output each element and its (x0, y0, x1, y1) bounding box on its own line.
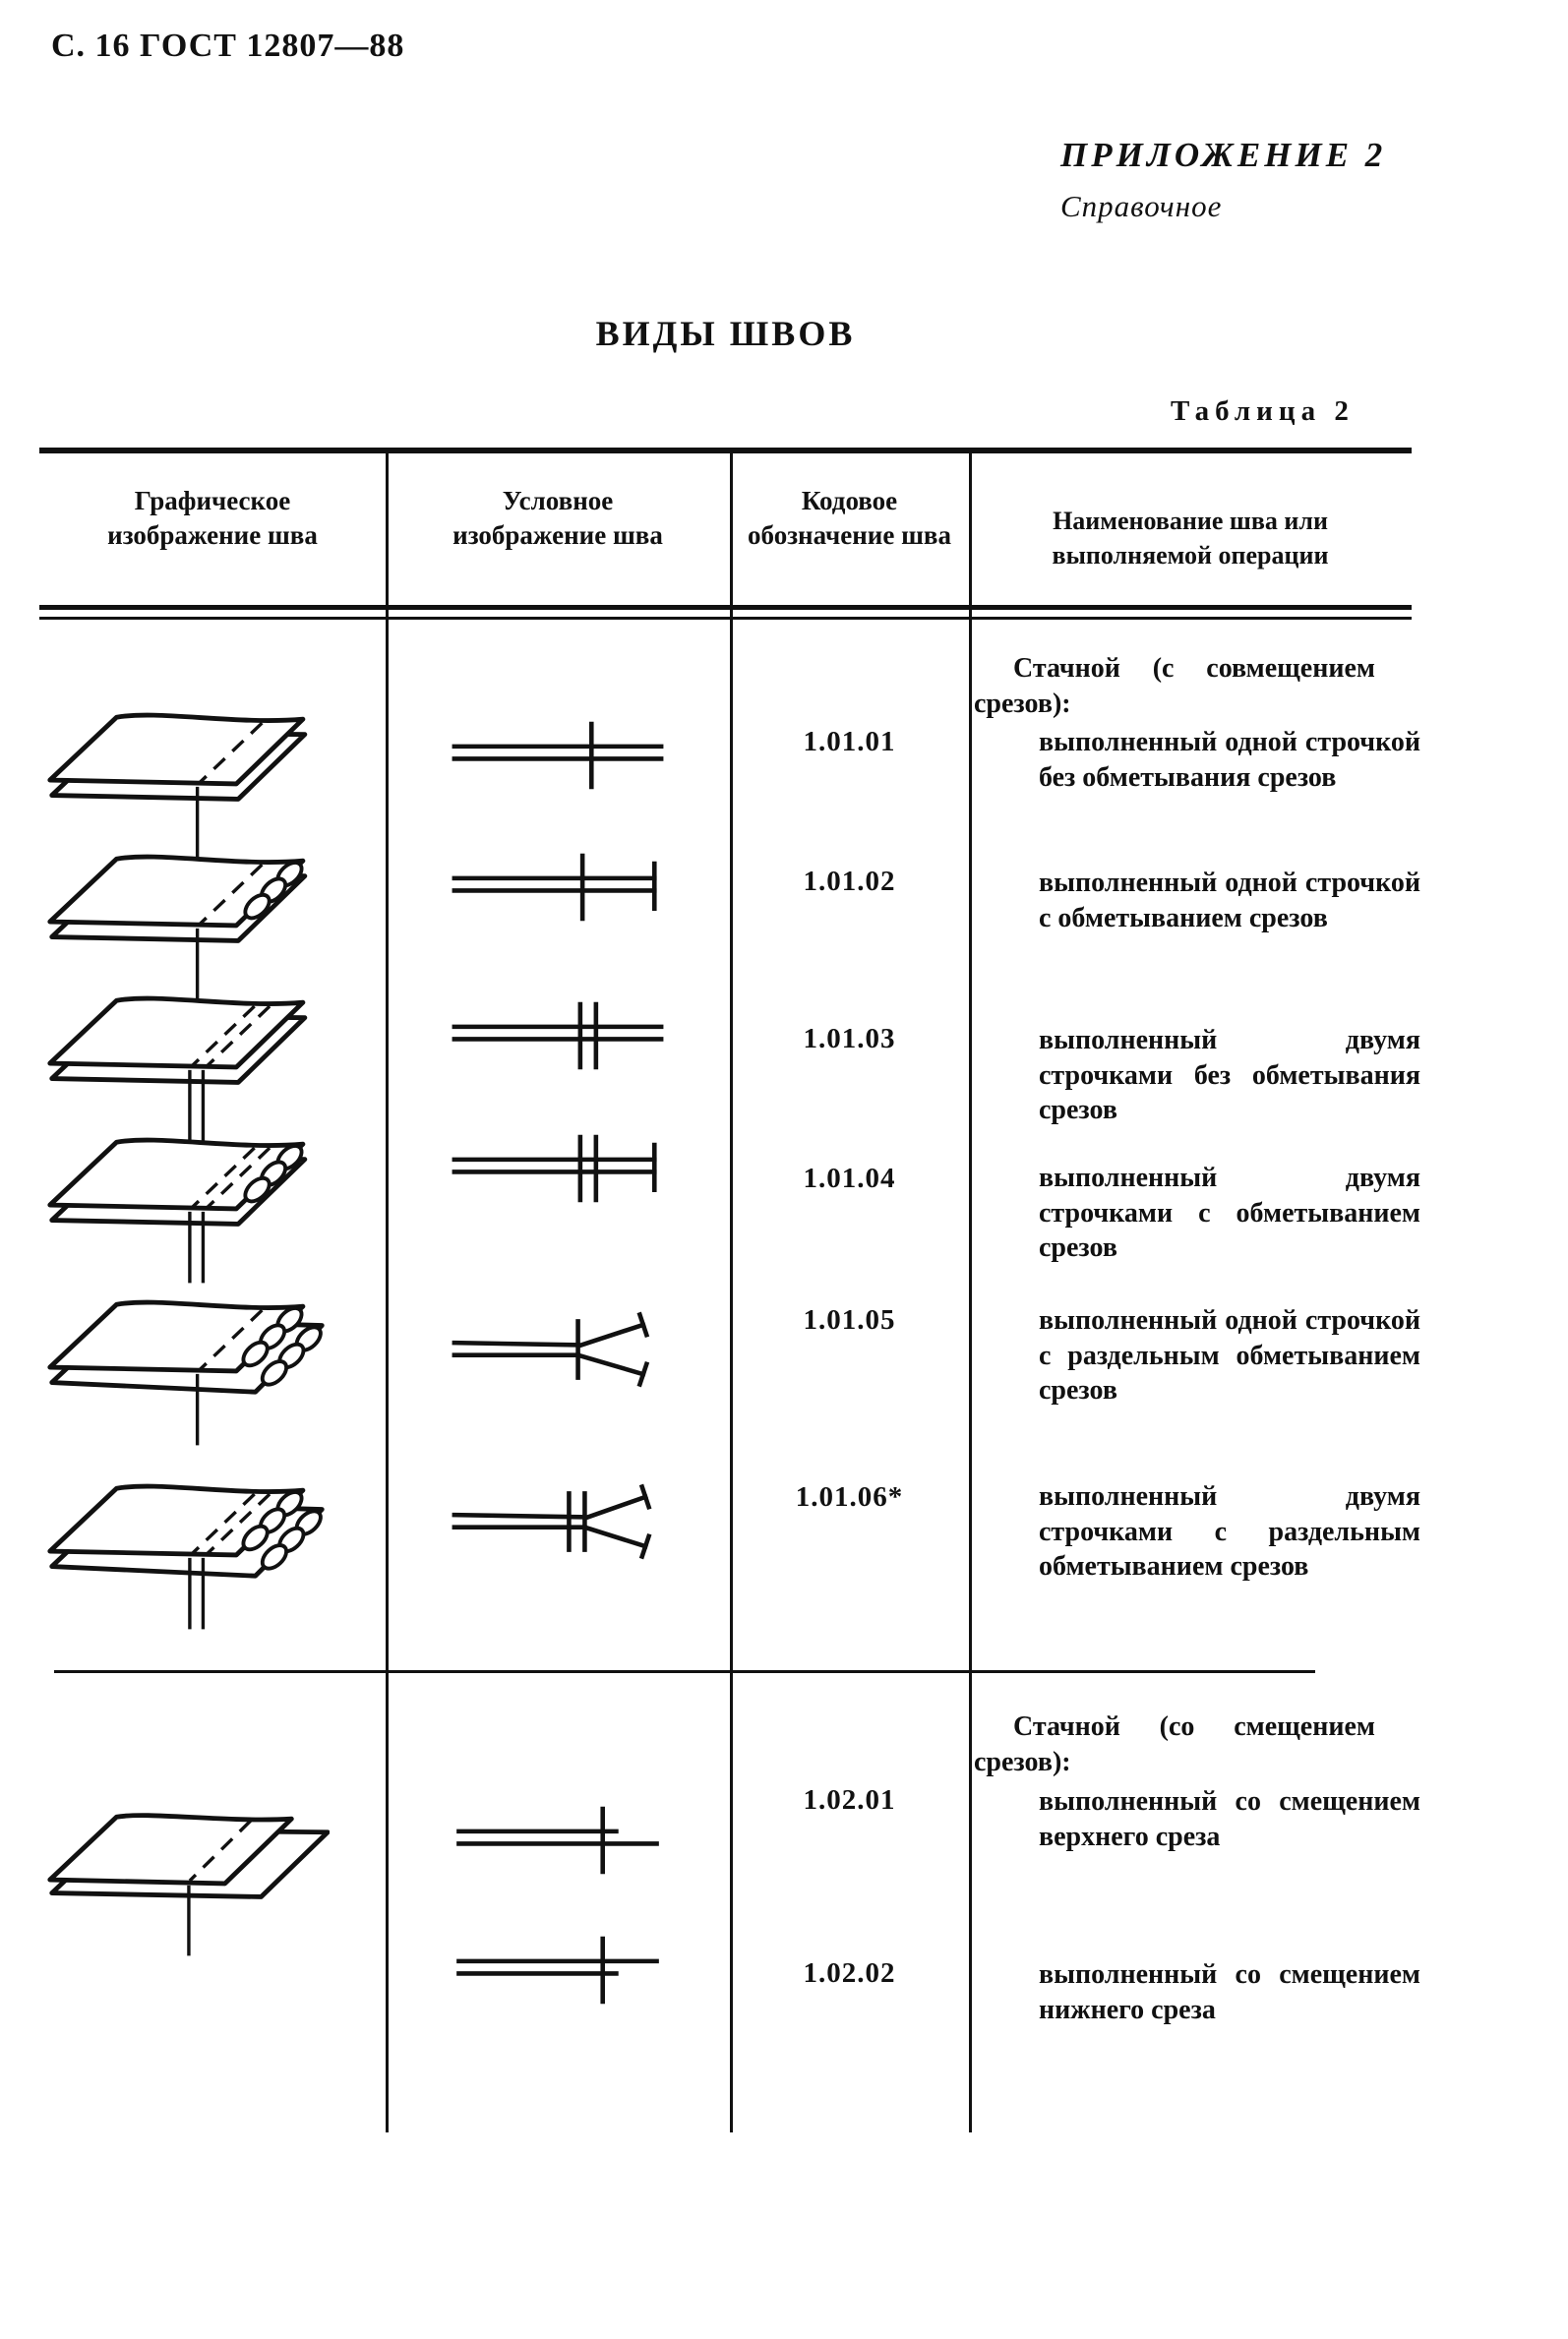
symbol-1-02-01 (445, 1801, 671, 1880)
seam-symbol-icon (456, 1936, 659, 2005)
code-1-01-03: 1.01.03 (803, 1023, 896, 1054)
page-header: С. 16 ГОСТ 12807—88 (51, 28, 405, 64)
name-1-02-01: выполненный со смещением верхнего среза (1039, 1786, 1420, 1852)
seam-symbol-icon (452, 1134, 657, 1203)
appendix-title: ПРИЛОЖЕНИЕ 2 (1060, 136, 1387, 174)
section-heading-2: Стачной (со смещением срезов): (974, 1711, 1375, 1777)
name-1-02-02: выполненный со смещением нижнего среза (1039, 1959, 1420, 2025)
seam-symbol-icon (452, 853, 657, 922)
col-header-symbol: Условное изображение шва (452, 486, 663, 550)
table-caption: Таблица 2 (1171, 395, 1355, 427)
seam-symbol-icon (452, 1311, 650, 1388)
graphic-1-01-05 (44, 1284, 330, 1455)
fabric-plies-icon (47, 1813, 330, 1956)
seam-symbol-icon (452, 1483, 652, 1560)
code-1-02-01: 1.02.01 (803, 1784, 896, 1816)
graphic-1-01-06 (44, 1468, 330, 1639)
fabric-plies-icon (47, 1137, 308, 1284)
fabric-plies-icon (47, 1299, 325, 1446)
seam-symbol-icon (452, 721, 664, 790)
symbol-1-01-02 (445, 848, 671, 927)
column-divider-2 (730, 448, 733, 2132)
graphic-1-02 (44, 1796, 330, 1967)
name-1-01-03: выполненный двумя строчками без обметыва… (1039, 1025, 1420, 1125)
code-1-01-06: 1.01.06* (795, 1481, 904, 1513)
graphic-1-01-04 (44, 1121, 330, 1292)
appendix-subtitle: Справочное (1060, 189, 1223, 223)
name-1-01-01: выполненный одной строчкой без обметыван… (1039, 727, 1420, 793)
symbol-1-01-04 (445, 1129, 671, 1208)
col-header-name: Наименование шва или выполняемой операци… (1052, 507, 1329, 570)
code-1-02-02: 1.02.02 (803, 1957, 896, 1989)
doc-title: ВИДЫ ШВОВ (595, 314, 856, 353)
col-header-graphic: Графическое изображение шва (107, 486, 318, 550)
symbol-1-01-06 (445, 1482, 671, 1561)
name-1-01-06: выполненный двумя строчками с раздельным… (1039, 1481, 1420, 1582)
fabric-plies-icon (47, 712, 308, 859)
seam-symbol-icon (452, 1001, 664, 1070)
graphic-1-01-03 (44, 980, 330, 1151)
code-1-01-02: 1.01.02 (803, 866, 896, 897)
header-separator-thick (39, 605, 1412, 610)
header-separator-thin (39, 617, 1412, 620)
symbol-1-01-03 (445, 996, 671, 1075)
fabric-plies-icon (47, 854, 308, 1000)
graphic-1-01-02 (44, 838, 330, 1009)
column-divider-3 (969, 448, 972, 2132)
code-1-01-01: 1.01.01 (803, 726, 896, 757)
symbol-1-01-05 (445, 1310, 671, 1389)
section-heading-1: Стачной (с совмещением срезов): (974, 653, 1375, 719)
name-1-01-05: выполненный одной строчкой с раздельным … (1039, 1305, 1420, 1406)
name-1-01-02: выполненный одной строчкой с обметывание… (1039, 868, 1420, 933)
appendix-block: ПРИЛОЖЕНИЕ 2 Справочное (1060, 136, 1386, 224)
graphic-1-01-01 (44, 696, 330, 868)
symbol-1-01-01 (445, 716, 671, 795)
symbol-1-02-02 (445, 1931, 671, 2009)
fabric-plies-icon (47, 995, 308, 1142)
code-1-01-04: 1.01.04 (803, 1163, 896, 1194)
seam-symbol-icon (456, 1806, 659, 1875)
col-header-code: Кодовое обозначение шва (748, 486, 951, 550)
fabric-plies-icon (47, 1483, 325, 1630)
name-1-01-04: выполненный двумя строчками с обметывани… (1039, 1163, 1420, 1263)
section-divider (54, 1670, 1315, 1673)
table-top-border (39, 448, 1412, 453)
column-divider-1 (386, 448, 389, 2132)
code-1-01-05: 1.01.05 (803, 1304, 896, 1336)
